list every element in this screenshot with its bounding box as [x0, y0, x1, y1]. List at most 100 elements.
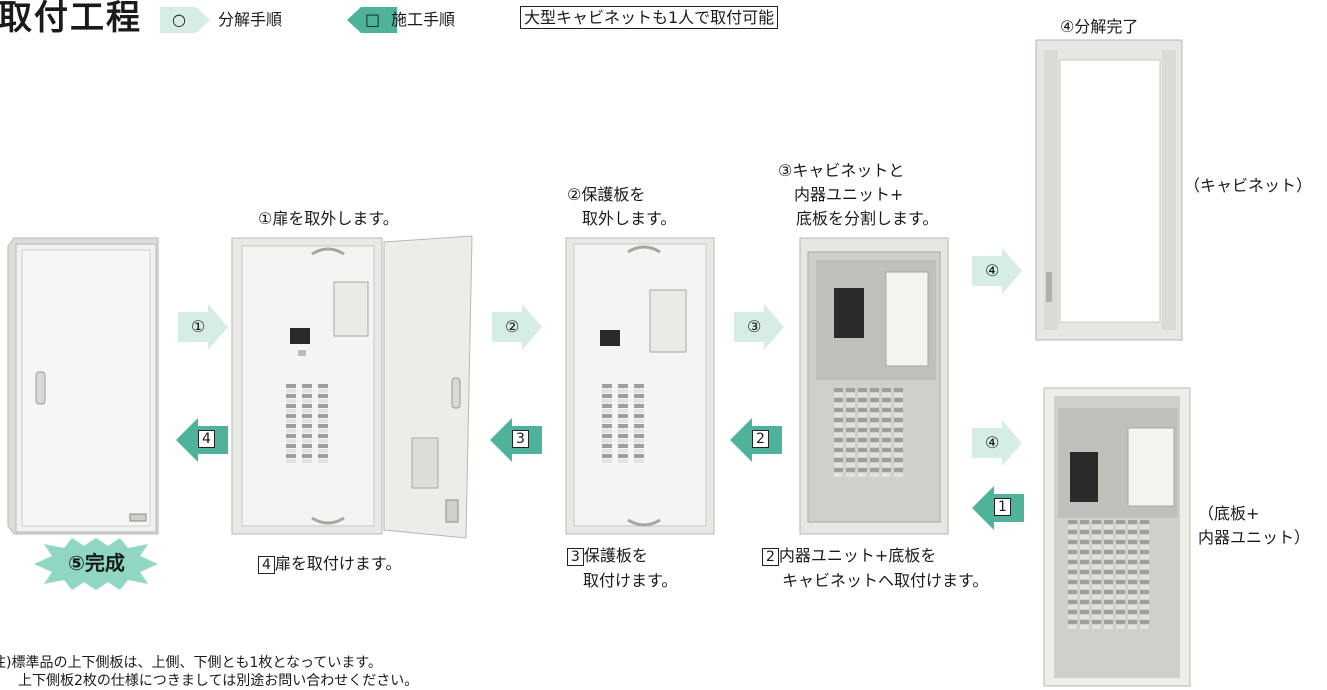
- breaker-slot: [834, 413, 843, 417]
- construction-arrow-4-label: 4: [198, 430, 215, 448]
- breaker-slot: [1128, 555, 1137, 559]
- breaker-slot: [846, 468, 855, 472]
- breaker-slot: [1068, 590, 1077, 594]
- breaker-slot: [602, 434, 612, 438]
- breaker-slot: [302, 459, 312, 463]
- breaker-slot: [318, 429, 328, 433]
- breaker-slot: [1092, 520, 1101, 524]
- breaker-slot: [1068, 540, 1077, 544]
- breaker-slot: [870, 433, 879, 437]
- open-door-cabinet-illustration: [231, 235, 473, 539]
- breaker-slot: [602, 404, 612, 408]
- breaker-slot: [1068, 585, 1077, 589]
- breaker-slot: [882, 448, 891, 452]
- breaker-slot: [870, 463, 879, 467]
- breaker-slot: [1116, 575, 1125, 579]
- breaker-slot: [894, 388, 903, 392]
- breaker-slot: [302, 404, 312, 408]
- breaker-slot: [634, 439, 644, 443]
- breaker-slot: [882, 418, 891, 422]
- breaker-slot: [302, 389, 312, 393]
- breaker-slot: [286, 429, 296, 433]
- breaker-slot: [846, 443, 855, 447]
- breaker-slot: [302, 444, 312, 448]
- breaker-slot: [318, 414, 328, 418]
- breaker-slot: [302, 429, 312, 433]
- breaker-slot: [1116, 570, 1125, 574]
- breaker-slot: [834, 473, 843, 477]
- breaker-slot: [1080, 610, 1089, 614]
- breaker-slot: [318, 449, 328, 453]
- breaker-slot: [870, 428, 879, 432]
- breaker-slot: [1128, 580, 1137, 584]
- breaker-slot: [894, 413, 903, 417]
- breaker-slot: [1080, 545, 1089, 549]
- breaker-slot: [882, 443, 891, 447]
- breaker-slot: [1080, 525, 1089, 529]
- construction-step-2-text-line1: 内器ユニット+底板を: [778, 546, 937, 565]
- step-4-label: ④分解完了: [1060, 17, 1139, 36]
- breaker-slot: [882, 398, 891, 402]
- breaker-slot: [618, 434, 628, 438]
- breaker-slot: [1080, 585, 1089, 589]
- breaker-slot: [894, 463, 903, 467]
- breaker-slot: [1068, 545, 1077, 549]
- breaker-slot: [1092, 535, 1101, 539]
- breaker-slot: [1104, 520, 1113, 524]
- breaker-slot: [318, 384, 328, 388]
- breaker-slot: [302, 399, 312, 403]
- breaker-slot: [1140, 575, 1149, 579]
- completion-label: ⑤完成: [68, 551, 125, 575]
- breaker-slot: [1128, 550, 1137, 554]
- breaker-slot: [1080, 600, 1089, 604]
- breaker-slot: [1080, 590, 1089, 594]
- breaker-slot: [1116, 520, 1125, 524]
- breaker-slot: [1116, 615, 1125, 619]
- breaker-slot: [1104, 600, 1113, 604]
- breaker-slot: [894, 438, 903, 442]
- arrow-right-icon: [492, 304, 542, 350]
- breaker-slot: [882, 413, 891, 417]
- breaker-slot: [634, 414, 644, 418]
- breaker-slot: [618, 439, 628, 443]
- breaker-slot: [1140, 580, 1149, 584]
- disassembly-arrow-2: ②: [492, 304, 542, 350]
- arrow-right-icon: [972, 248, 1022, 294]
- breaker-slot: [1080, 530, 1089, 534]
- breaker-slot: [894, 428, 903, 432]
- breaker-slot: [302, 419, 312, 423]
- breaker-slot: [858, 443, 867, 447]
- breaker-slot: [882, 438, 891, 442]
- breaker-slot: [318, 439, 328, 443]
- breaker-slot: [618, 429, 628, 433]
- breaker-slot: [882, 403, 891, 407]
- breaker-slot: [1140, 545, 1149, 549]
- legend-disassembly-symbol: ○: [172, 10, 186, 29]
- breaker-slot: [286, 414, 296, 418]
- breaker-slot: [858, 453, 867, 457]
- arrow-right-icon: [178, 304, 228, 350]
- breaker-slot: [1128, 545, 1137, 549]
- breaker-slot: [1104, 555, 1113, 559]
- breaker-slot: [1128, 530, 1137, 534]
- breaker-slot: [1104, 570, 1113, 574]
- breaker-slot: [634, 444, 644, 448]
- breaker-slot: [1116, 585, 1125, 589]
- breaker-slot: [834, 403, 843, 407]
- breaker-slot: [834, 468, 843, 472]
- construction-arrow-4: 4: [176, 418, 246, 462]
- breaker-slot: [846, 433, 855, 437]
- breaker-slot: [634, 384, 644, 388]
- breaker-slot: [1116, 540, 1125, 544]
- breaker-slot: [858, 428, 867, 432]
- breaker-slot: [870, 423, 879, 427]
- breaker-slot: [1104, 560, 1113, 564]
- construction-arrow-3-label: 3: [512, 430, 529, 448]
- breaker-slot: [858, 458, 867, 462]
- door-handle-icon: [35, 371, 46, 405]
- breaker-slot: [894, 423, 903, 427]
- main-breaker-icon: [290, 328, 310, 344]
- breaker-slot: [846, 463, 855, 467]
- breaker-slot: [286, 394, 296, 398]
